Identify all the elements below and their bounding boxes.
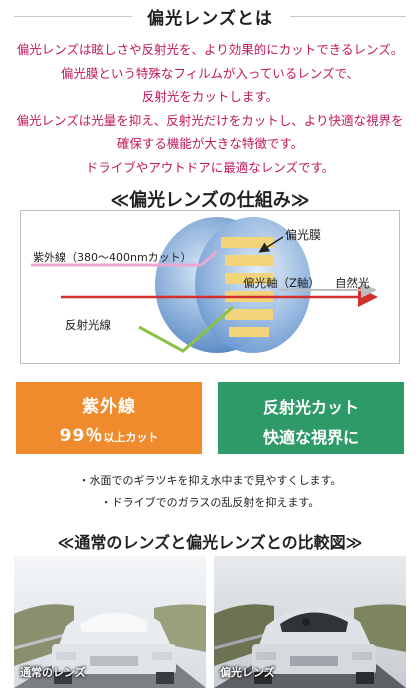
- polarized-lens-label: 偏光レンズ: [220, 666, 275, 679]
- axis-label: 偏光軸（Z軸）: [243, 276, 320, 290]
- intro-line: 偏光レンズは光量を抑え、反射光だけをカットし、より快適な視界を: [16, 112, 404, 128]
- benefit-item: ・水面でのギラツキを抑え水中まで見やすくします。: [78, 474, 342, 487]
- uv-label: 紫外線（380～400nmカット）: [33, 250, 192, 264]
- glare-card-title: 反射光カット: [262, 398, 359, 417]
- intro-line: 偏光レンズは眩しさや反射光を、より効果的にカットできるレンズ。: [16, 42, 404, 57]
- uv-ray-deflect: [200, 249, 219, 267]
- mechanism-heading: ≪偏光レンズの仕組み≫: [110, 190, 310, 211]
- header-divider-right: [290, 16, 406, 17]
- polarized-lens-photo: 偏光レンズ: [214, 556, 406, 688]
- uv-card-percent: 99％: [59, 426, 104, 446]
- uv-feature-card: 紫外線 99％以上カット: [16, 382, 202, 454]
- intro-line: 偏光膜という特殊なフィルムが入っているレンズで、: [60, 65, 360, 81]
- lens-inner: [195, 217, 311, 353]
- film-label: 偏光膜: [285, 227, 321, 242]
- glare-feature-card: 反射光カット 快適な視界に: [218, 382, 404, 454]
- car-photo-clear: [214, 556, 406, 688]
- normal-lens-label: 通常のレンズ: [20, 666, 86, 679]
- lens-diagram-illustration: 偏光膜 紫外線（380～400nmカット） 偏光軸（Z軸） 自然光 反射光線: [31, 217, 378, 353]
- intro-line: 確保する機能が大きな特徴です。: [116, 136, 304, 151]
- mechanism-diagram: 偏光膜 紫外線（380～400nmカット） 偏光軸（Z軸） 自然光 反射光線: [20, 210, 400, 364]
- comparison-heading: ≪通常のレンズと偏光レンズとの比較図≫: [57, 533, 363, 552]
- intro-text: 偏光レンズは眩しさや反射光を、より効果的にカットできるレンズ。 偏光膜という特殊…: [0, 38, 420, 179]
- intro-line: ドライブやアウトドアに最適なレンズです。: [85, 159, 335, 175]
- uv-card-stat: 99％以上カット: [16, 421, 202, 446]
- header-divider-left: [14, 16, 132, 17]
- reflected-label: 反射光線: [65, 318, 111, 332]
- uv-card-title: 紫外線: [82, 397, 136, 417]
- car-photo-glare: [14, 556, 206, 688]
- uv-card-suffix: 以上カット: [103, 431, 159, 444]
- reflected-ray: [138, 305, 234, 353]
- page-title: 偏光レンズとは: [147, 9, 273, 29]
- natural-light-label: 自然光: [335, 276, 370, 290]
- benefit-item: ・ドライブでのガラスの乱反射を抑えます。: [100, 496, 320, 509]
- normal-lens-photo: 通常のレンズ: [14, 556, 206, 688]
- intro-line: 反射光をカットします。: [141, 89, 279, 104]
- benefit-list: ・水面でのギラツキを抑え水中まで見やすくします。 ・ドライブでのガラスの乱反射を…: [0, 470, 420, 514]
- glare-card-subtitle: 快適な視界に: [262, 428, 359, 447]
- film-pointer: [258, 236, 284, 253]
- section-header: 偏光レンズとは: [0, 0, 420, 34]
